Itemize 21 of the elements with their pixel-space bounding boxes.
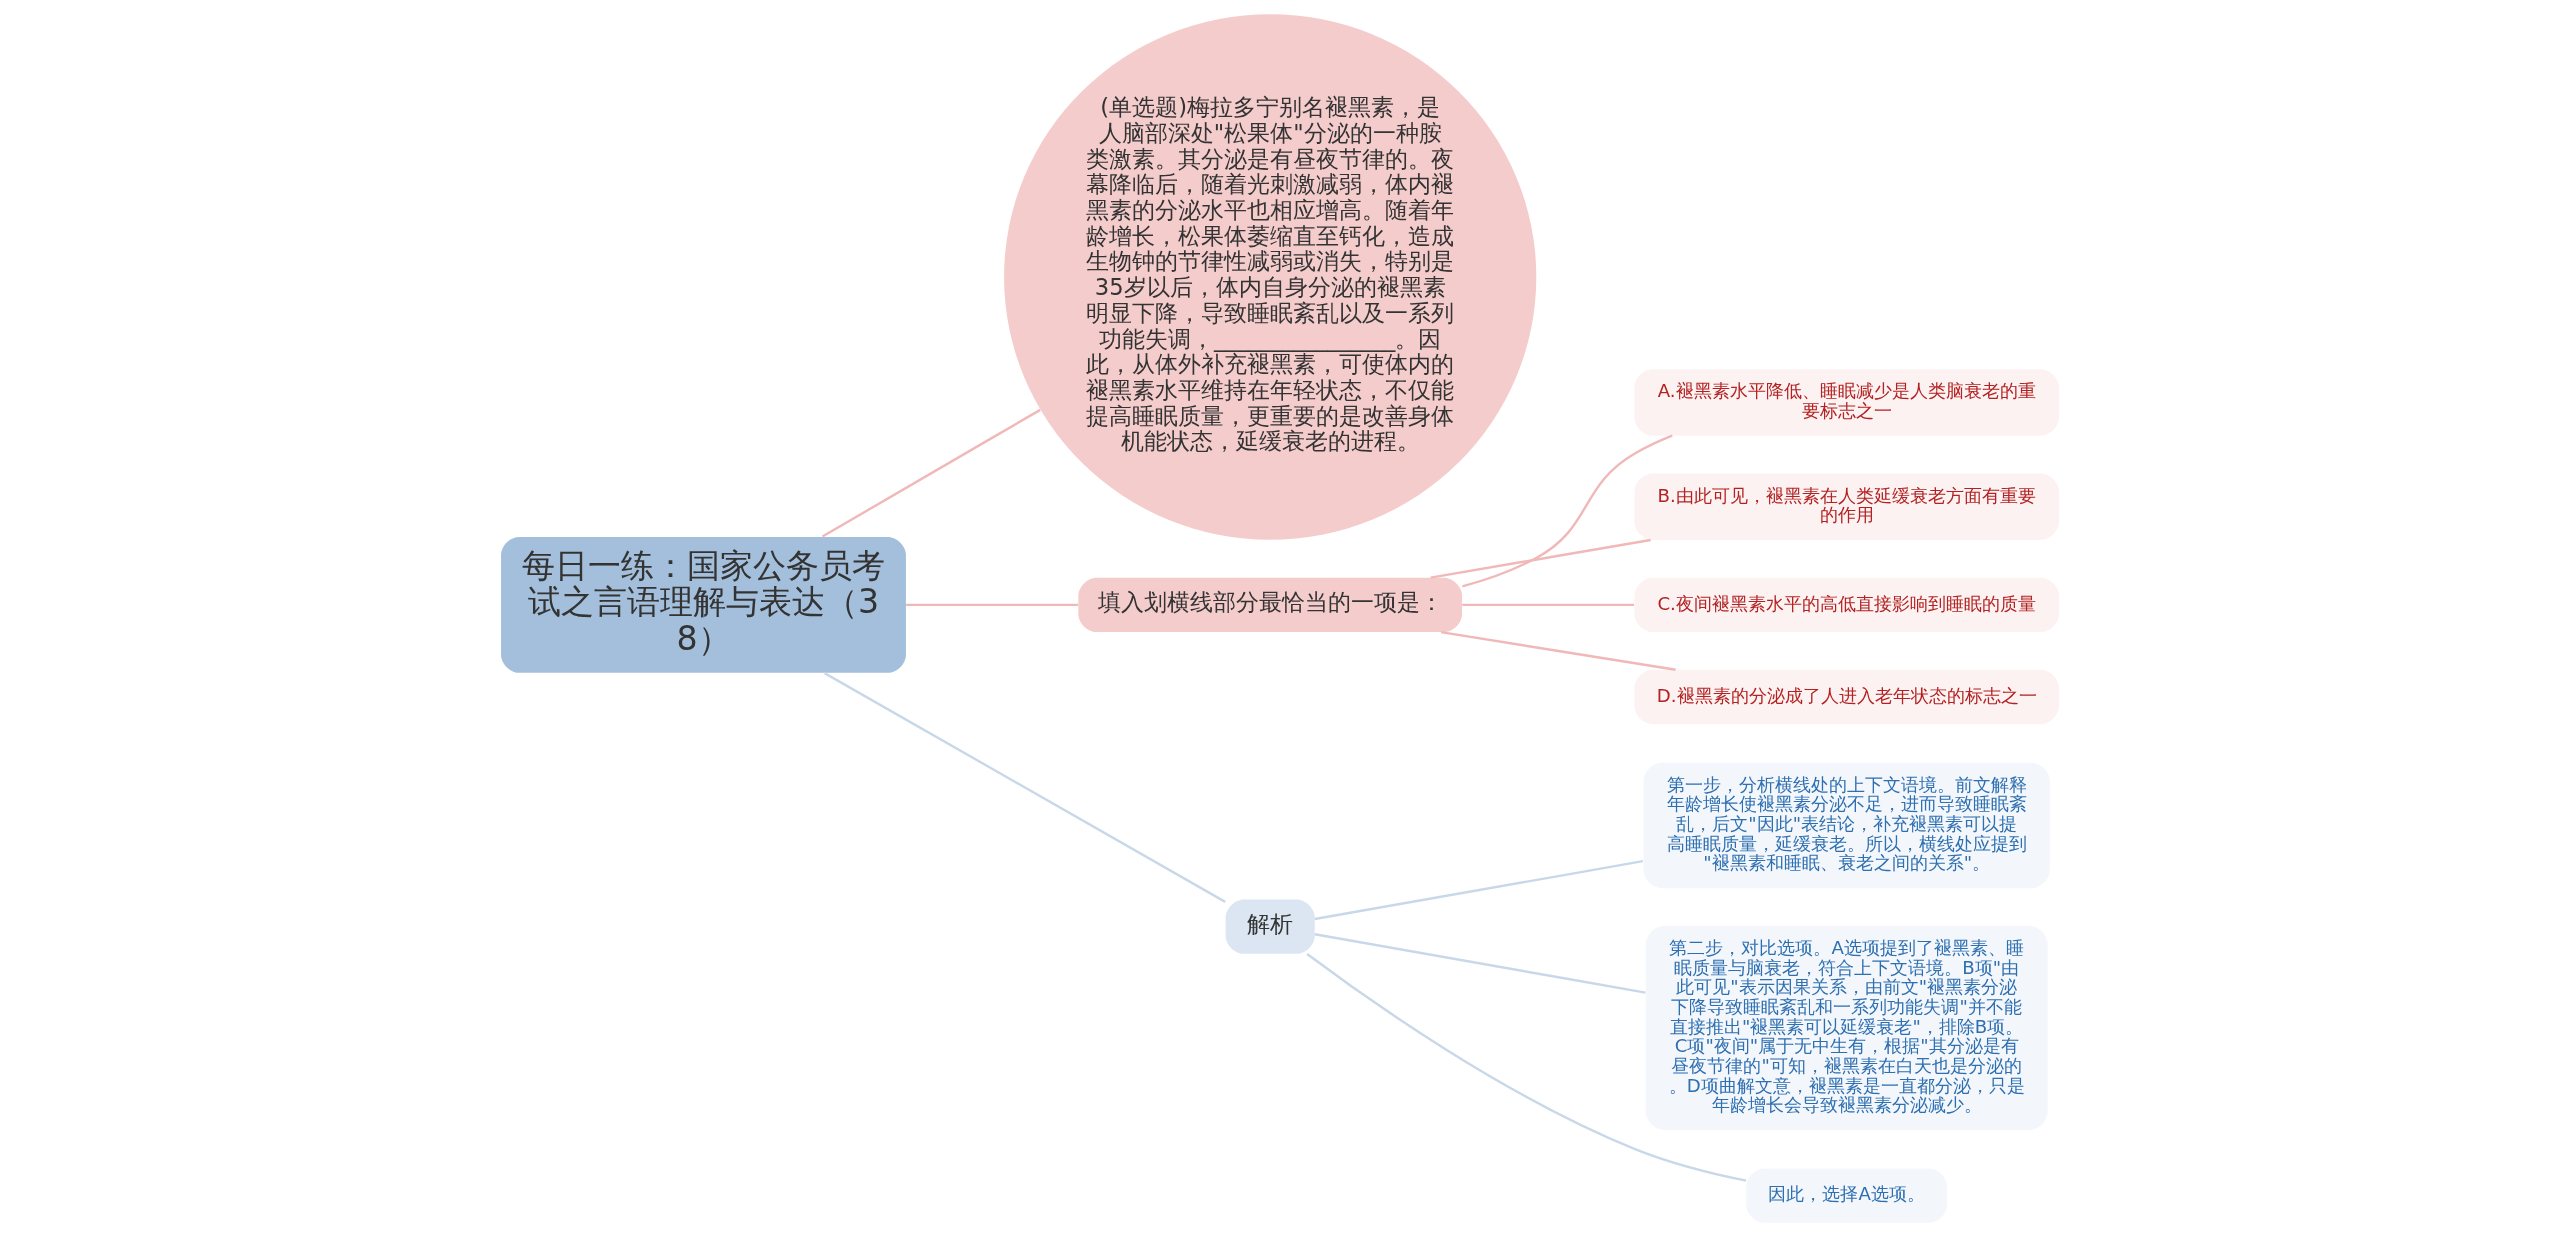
connector [823,672,1226,903]
connector [906,603,1078,607]
connector [821,408,1041,538]
node-box: 填入划横线部分最恰当的一项是： [1078,577,1463,633]
connector [1462,434,1673,588]
connector [1314,933,1646,994]
node-circle: (单选题)梅拉多宁别名褪黑素，是人脑部深处"松果体"分泌的一种胺类激素。其分泌是有昼夜节律的。夜幕降临后，随着光刺激减弱，体内褪黑素的分泌水平也相应增高。随着年龄增长，松果体萎缩直至钙化，造成生物钟的节律性减弱或消失，特别是35岁以后，体内自身分泌的褪黑素明显下降，导致睡眠紊乱以及一系列功能失调，________________。因此，从体外补充褪黑素，可使体内的褪黑素水平维持在年轻状态，不仅能提高睡眠质量，更重要的是改善身体机能状态，延缓衰老的进程。 [1004,14,1537,540]
connector [1440,630,1676,671]
connector [1462,603,1635,607]
node-box: 解析 [1225,899,1315,954]
node-box: A.褪黑素水平降低、睡眠减少是人类脑衰老的重要标志之一 [1634,369,2059,436]
node-box: 每日一练：国家公务员考试之言语理解与表达（38） [501,536,906,673]
connector [1430,538,1651,579]
node-box: 第二步，对比选项。A选项提到了褪黑素、睡眠质量与脑衰老，符合上下文语境。B项"由此可见"表示因果关系，由前文"褪黑素分泌下降导致睡眠紊乱和一系列功能失调"并不能直接推出"褪黑素可以延缓衰老"，排除B项。C项"夜间"属于无中生有，根据"其分泌是有昼夜节律的"可知，褪黑素在白天也是分泌的。D项曲解文意，褪黑素是一直都分泌，只是年龄增长会导致褪黑素分泌减少。 [1645,925,2048,1130]
node-box: 因此，选择A选项。 [1746,1168,1948,1223]
connector [1314,859,1644,921]
node-box: 第一步，分析横线处的上下文语境。前文解释年龄增长使褪黑素分泌不足，进而导致睡眠紊乱，后文"因此"表结论，补充褪黑素可以提高睡眠质量，延缓衰老。所以，横线处应提到"褪黑素和睡眠、衰老之间的关系"。 [1643,762,2050,889]
node-box: B.由此可见，褪黑素在人类延缓衰老方面有重要的作用 [1634,473,2059,540]
node-box: C.夜间褪黑素水平的高低直接影响到睡眠的质量 [1634,577,2059,633]
node-box: D.褪黑素的分泌成了人进入老年状态的标志之一 [1634,669,2059,725]
connector [1306,953,1747,1182]
